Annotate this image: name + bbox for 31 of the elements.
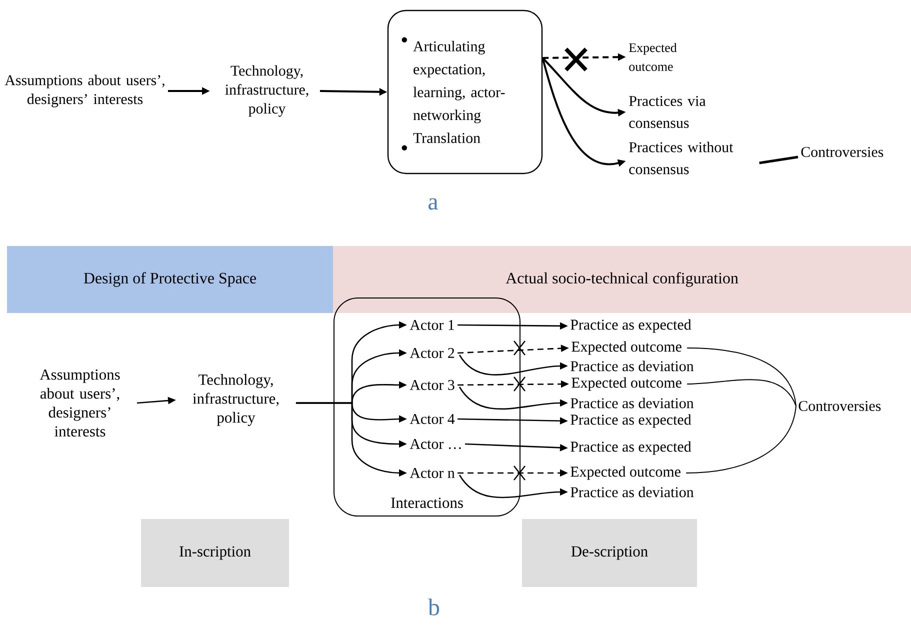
stage-box: De-scription bbox=[522, 519, 697, 587]
node-text: Expected outcome bbox=[629, 42, 677, 72]
node-text: Controversies bbox=[798, 400, 881, 411]
process-box: Articulating expectation, learning, actor-networking Translation bbox=[387, 10, 543, 174]
node-text: Practices via consensus bbox=[629, 96, 706, 128]
panel-label: b bbox=[428, 598, 440, 616]
node-text: Practice as expected bbox=[570, 414, 692, 428]
node-text: Practice as deviation bbox=[570, 486, 694, 498]
band: Actual socio-technical configuration bbox=[333, 246, 911, 313]
node-text: Practice as expected bbox=[570, 441, 692, 455]
node-text: Practice as expected bbox=[570, 319, 692, 333]
node-text: Actor 2 bbox=[410, 348, 454, 358]
node-text: Expected outcome bbox=[572, 341, 682, 355]
node-text: Practice as deviation bbox=[570, 398, 694, 408]
node-text: Expected outcome bbox=[572, 377, 682, 391]
node-text: Actor … bbox=[410, 438, 461, 450]
node-text: Practice as deviation bbox=[570, 360, 694, 372]
node-text: Actor 3 bbox=[410, 380, 454, 390]
node-text: Technology, infrastructure, policy bbox=[192, 374, 279, 426]
band: Design of Protective Space bbox=[7, 246, 333, 313]
node-text: Actor n bbox=[410, 468, 455, 478]
node-text: Assumptions about users’, designers’ interests bbox=[4, 74, 164, 108]
node-text: Controversies bbox=[801, 146, 884, 157]
node-text: Assumptions about users’, designers’ interests bbox=[40, 369, 120, 437]
stage-box: In-scription bbox=[141, 519, 289, 587]
node-text: Practices without consensus bbox=[629, 142, 734, 174]
node-text: Actor 4 bbox=[410, 414, 455, 424]
node-text: Expected outcome bbox=[570, 466, 680, 480]
node-text: Actor 1 bbox=[410, 320, 454, 330]
panel-label: a bbox=[428, 198, 438, 210]
node-text: Technology, infrastructure, policy bbox=[225, 65, 308, 117]
